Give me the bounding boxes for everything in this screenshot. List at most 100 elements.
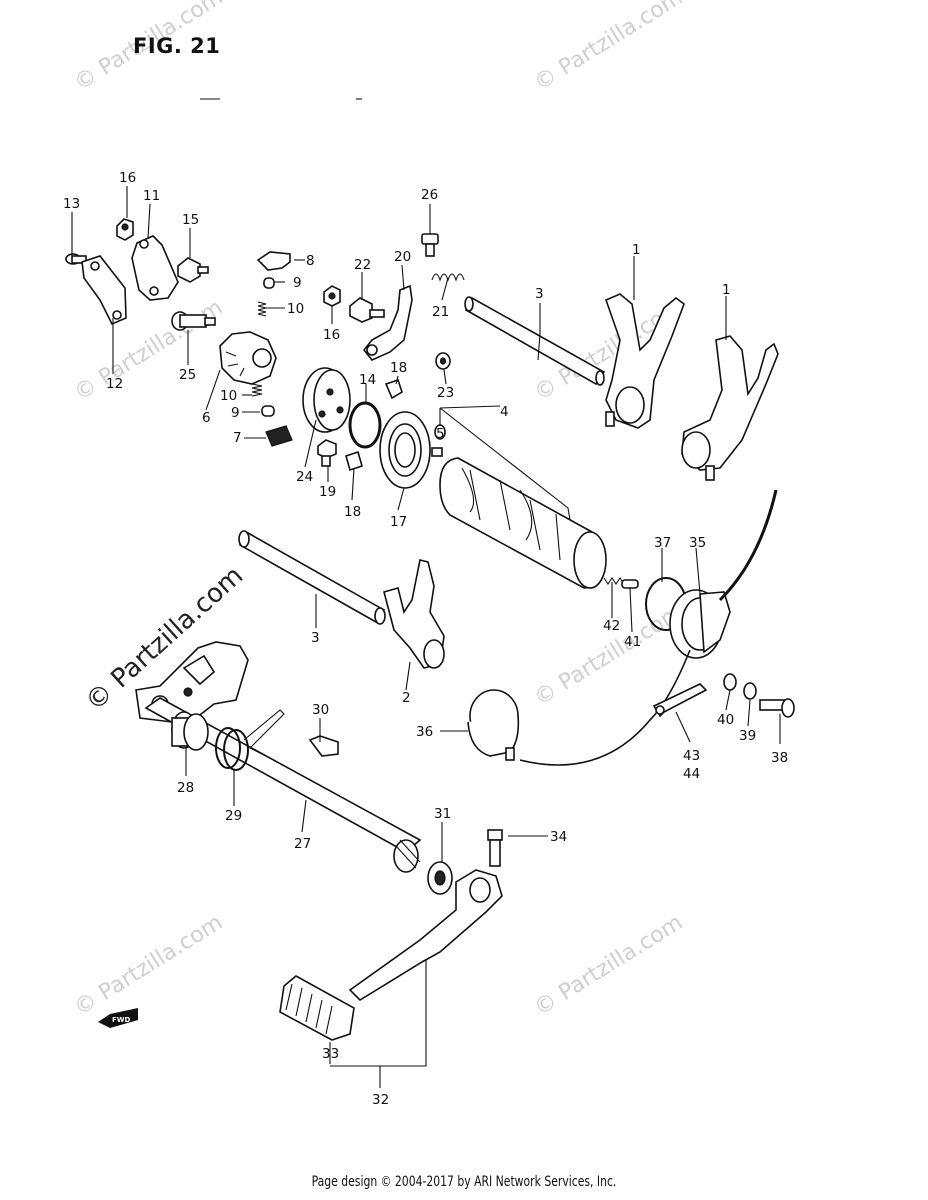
part-25-bolt xyxy=(171,311,216,331)
part-11-hole xyxy=(149,286,159,296)
callout-18: 18 xyxy=(344,504,361,520)
part-12-hole xyxy=(112,310,122,320)
part-7-block xyxy=(265,425,293,447)
callout-33: 33 xyxy=(322,1046,339,1062)
callout-30: 30 xyxy=(312,702,329,718)
callout-3: 3 xyxy=(535,286,544,302)
callout-16: 16 xyxy=(323,327,340,343)
callout-16: 16 xyxy=(119,170,136,186)
part-19-bolt xyxy=(317,439,337,467)
callout-9: 9 xyxy=(231,405,240,421)
callout-4: 4 xyxy=(500,404,509,420)
part-10-spring xyxy=(251,383,263,397)
callout-41: 41 xyxy=(624,634,641,650)
part-8-pawl xyxy=(256,251,291,271)
leader-lines xyxy=(71,186,781,1088)
callout-37: 37 xyxy=(654,535,671,551)
part-3-shaft-upper xyxy=(464,296,606,386)
callout-11: 11 xyxy=(143,188,160,204)
part-9-pin xyxy=(263,277,275,289)
callout-7: 7 xyxy=(233,430,242,446)
callout-42: 42 xyxy=(603,618,620,634)
figure-title: FIG. 21 xyxy=(133,34,221,58)
part-13-screw xyxy=(65,253,87,265)
part-4-shift-drum xyxy=(439,457,607,589)
callout-25: 25 xyxy=(179,367,196,383)
part-20-roller xyxy=(366,344,378,356)
part-14-circlip xyxy=(348,401,382,449)
callout-18: 18 xyxy=(390,360,407,376)
part-33-shift-rubber xyxy=(279,975,355,1041)
callout-44: 44 xyxy=(683,766,700,782)
part-16-nut xyxy=(323,285,341,307)
callout-2: 2 xyxy=(402,690,411,706)
part-16-nut xyxy=(116,218,134,241)
callout-8: 8 xyxy=(306,253,315,269)
callout-21: 21 xyxy=(432,304,449,320)
callout-15: 15 xyxy=(182,212,199,228)
callout-36: 36 xyxy=(416,724,433,740)
part-6-star-cam xyxy=(219,331,277,385)
part-11-plate xyxy=(131,235,179,301)
callout-5: 5 xyxy=(436,426,445,442)
part-2-shift-fork xyxy=(383,559,445,669)
callout-13: 13 xyxy=(63,196,80,212)
callout-1: 1 xyxy=(632,242,641,258)
part-23-washer xyxy=(435,352,451,370)
callout-23: 23 xyxy=(437,385,454,401)
part-29-return-spring xyxy=(215,709,285,771)
callout-6: 6 xyxy=(202,410,211,426)
callout-14: 14 xyxy=(359,372,376,388)
callout-38: 38 xyxy=(771,750,788,766)
callout-27: 27 xyxy=(294,836,311,852)
fwd-direction-badge: FWD xyxy=(98,1008,138,1028)
part-22-stud xyxy=(349,297,385,323)
callout-10: 10 xyxy=(220,388,237,404)
part-11-hole xyxy=(139,239,149,249)
part-35-neutral-switch xyxy=(519,489,778,766)
callout-31: 31 xyxy=(434,806,451,822)
part-32-gear-shift-lever xyxy=(348,869,503,1002)
part-15-stud xyxy=(177,257,209,283)
part-18-clip xyxy=(345,450,363,472)
part-17-bearing xyxy=(379,411,431,489)
callout-39: 39 xyxy=(739,728,756,744)
part-9-pin xyxy=(261,405,275,417)
callout-1: 1 xyxy=(722,282,731,298)
callout-12: 12 xyxy=(106,376,123,392)
callout-10: 10 xyxy=(287,301,304,317)
callout-labels: 1 1 2 3 3 4 5 6 7 8 9 9 10 10 11 12 13 1… xyxy=(63,170,788,1108)
callout-28: 28 xyxy=(177,780,194,796)
part-40-washer xyxy=(723,673,737,691)
part-42-spring xyxy=(603,577,625,585)
callout-17: 17 xyxy=(390,514,407,530)
part-10-spring xyxy=(257,301,267,317)
part-39-washer xyxy=(743,682,757,700)
part-41-pin xyxy=(621,579,639,589)
callout-43: 43 xyxy=(683,748,700,764)
part-36-rubber-boot xyxy=(467,689,520,761)
callout-9: 9 xyxy=(293,275,302,291)
callout-32: 32 xyxy=(372,1092,389,1108)
part-3-shaft-lower xyxy=(238,530,386,625)
part-27-gear-shift-shaft xyxy=(144,697,422,873)
part-43-clamp-hole xyxy=(655,705,665,715)
part-1-shift-fork xyxy=(681,335,779,481)
part-1-shift-fork xyxy=(604,293,685,429)
part-34-bolt xyxy=(487,829,503,867)
part-26-bolt xyxy=(421,233,439,257)
callout-22: 22 xyxy=(354,257,371,273)
part-38-bolt xyxy=(759,698,795,718)
callout-20: 20 xyxy=(394,249,411,265)
part-31-oil-seal xyxy=(427,861,453,895)
part-28-collar xyxy=(171,711,209,751)
part-12-hole xyxy=(90,261,100,271)
callout-26: 26 xyxy=(421,187,438,203)
callout-34: 34 xyxy=(550,829,567,845)
callout-29: 29 xyxy=(225,808,242,824)
callout-40: 40 xyxy=(717,712,734,728)
callout-35: 35 xyxy=(689,535,706,551)
part-20-lever xyxy=(362,284,413,361)
